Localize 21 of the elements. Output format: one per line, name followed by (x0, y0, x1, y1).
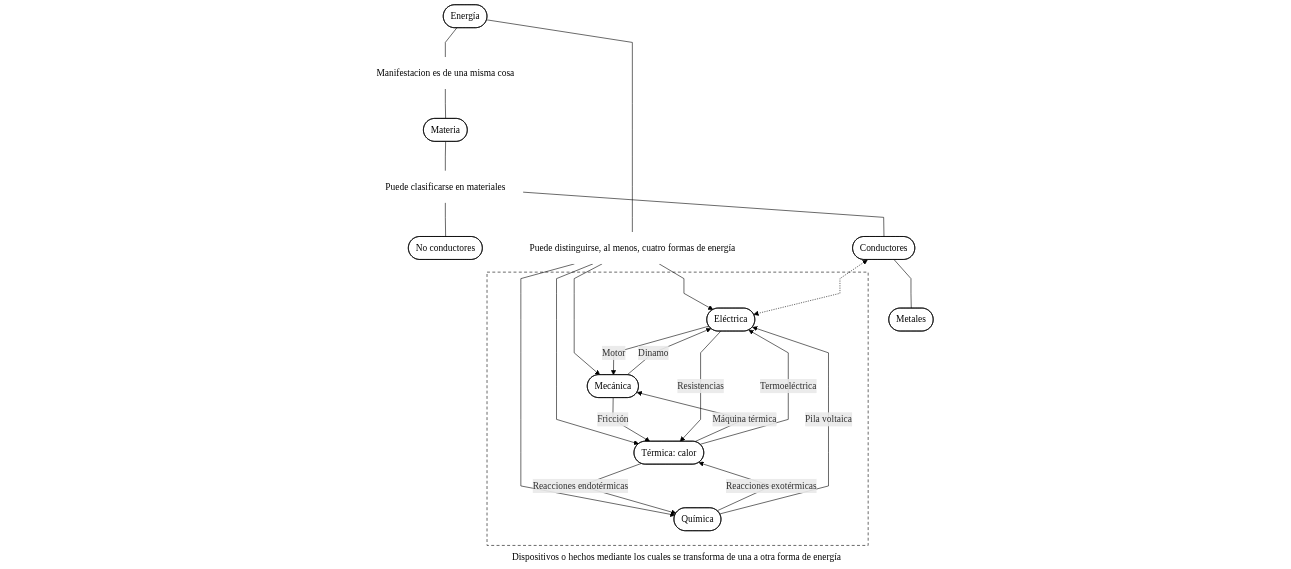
edge-label: Máquina térmica (711, 414, 777, 425)
node-text: Manifestacion es de una misma cosa (375, 67, 514, 78)
edge-label: Motor (601, 347, 626, 358)
connector (444, 141, 446, 172)
edge-label: Reacciones exotérmicas (725, 480, 817, 491)
edge-label: Dinamo (637, 347, 668, 358)
connector (522, 191, 884, 238)
connector (444, 88, 446, 119)
edge-label: Pila voltaica (804, 414, 852, 425)
edge-label: Resistencias (676, 380, 724, 391)
cluster (486, 271, 868, 546)
edge-label: Fricción (596, 414, 629, 425)
connector (444, 27, 457, 58)
connector (893, 259, 912, 309)
edge-label: Reacciones endotérmicas (532, 480, 628, 491)
edge-label: Termoeléctrica (759, 380, 816, 391)
node-text: Puede distinguirse, al menos, cuatro formas de energía (529, 242, 735, 253)
node-label: Dispositivos o hechos mediante los cuales se transforma de una a otra forma de energía (511, 551, 841, 562)
node-text: Puede clasificarse en materiales (384, 181, 505, 192)
connector (486, 19, 633, 233)
connector (444, 202, 446, 238)
